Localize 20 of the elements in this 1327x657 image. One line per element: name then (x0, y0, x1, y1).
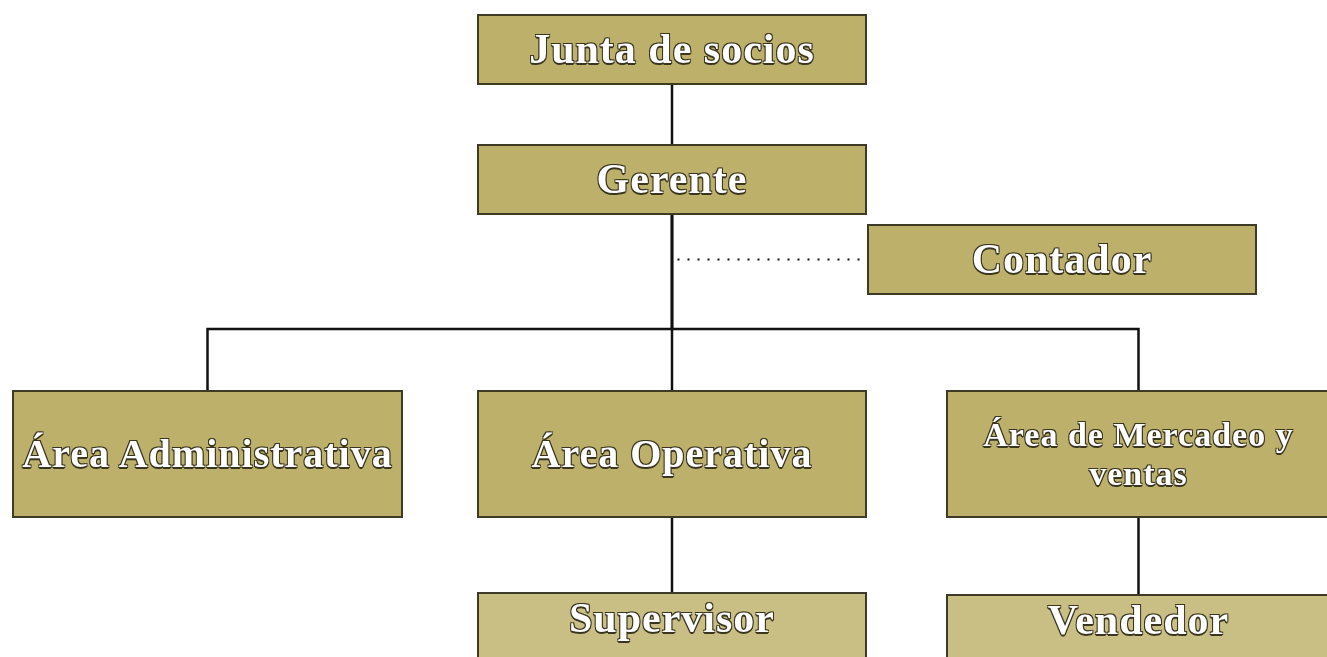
connector-line (1137, 518, 1140, 594)
box-label: Contador (971, 235, 1153, 284)
org-box (477, 390, 867, 518)
box-label: Área Operativa (531, 431, 813, 477)
box-label: Junta de socios (529, 25, 815, 74)
connector-line (670, 518, 674, 592)
box-label: Área de Mercadeo y ventas (982, 414, 1295, 494)
org-box (12, 390, 403, 518)
org-box (867, 224, 1257, 295)
org-box (946, 594, 1327, 657)
box-label: Supervisor (569, 594, 775, 643)
org-box (477, 144, 867, 215)
box-label: Área Administrativa (22, 431, 393, 477)
box-label: Gerente (596, 155, 748, 204)
org-box (477, 14, 867, 85)
box-label: Vendedor (1047, 596, 1230, 645)
org-box (477, 592, 867, 657)
connector-line (670, 215, 1140, 390)
connector-line (670, 85, 674, 144)
org-box (946, 390, 1327, 518)
